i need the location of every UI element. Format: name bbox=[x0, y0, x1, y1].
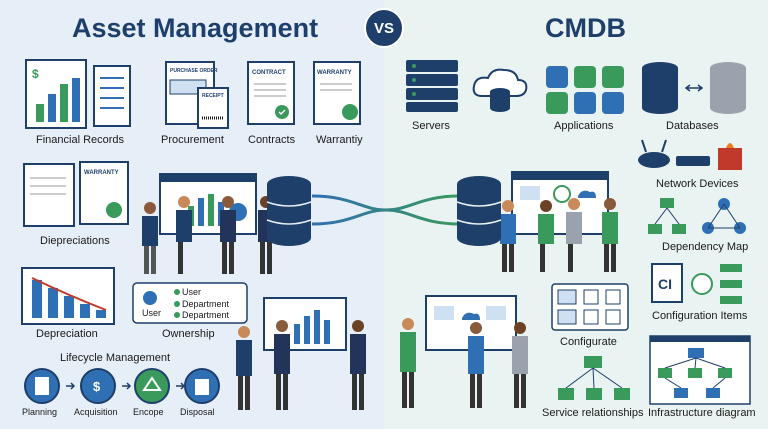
vs-badge: VS bbox=[364, 8, 404, 48]
depreciations-icon: WARRANTY bbox=[23, 161, 129, 227]
ownership-item: Department bbox=[182, 299, 230, 309]
data-sync-connector bbox=[312, 194, 460, 226]
depreciations-label: Diepreciations bbox=[40, 235, 110, 247]
lifecycle-step-label: Acquisition bbox=[74, 407, 118, 417]
cmdb-database-icon bbox=[456, 176, 502, 246]
asset-database-icon bbox=[266, 176, 312, 246]
procurement-icon: PURCHASE ORDER RECEIPT bbox=[165, 61, 229, 129]
cloud-database-icon bbox=[472, 68, 528, 112]
lifecycle-step-label: Planning bbox=[22, 407, 58, 417]
purchase-order-text: PURCHASE ORDER bbox=[170, 68, 218, 74]
lifecycle-label: Lifecycle Management bbox=[60, 352, 171, 364]
asset-presentation-illustration bbox=[236, 297, 366, 410]
lifecycle-flow: $ bbox=[24, 368, 220, 404]
contract-icon: CONTRACT bbox=[247, 61, 295, 125]
contract-text: CONTRACT bbox=[252, 70, 286, 76]
configuration-items-label: Configuration Items bbox=[652, 310, 748, 322]
cmdb-presentation-illustration bbox=[400, 295, 528, 408]
infrastructure-diagram-label: Infrastructure diagram bbox=[648, 407, 756, 419]
financial-records-label: Financial Records bbox=[36, 134, 125, 146]
configurate-label: Configurate bbox=[560, 336, 617, 348]
financial-records-icon: $ bbox=[25, 59, 131, 129]
databases-icon bbox=[642, 62, 746, 114]
servers-label: Servers bbox=[412, 120, 450, 132]
svg-text:$: $ bbox=[32, 67, 39, 81]
cmdb-title: CMDB bbox=[545, 13, 626, 43]
lifecycle-step-label: Encope bbox=[133, 407, 164, 417]
network-devices-label: Network Devices bbox=[656, 178, 739, 190]
dependency-map-label: Dependency Map bbox=[662, 241, 749, 253]
ci-text: CI bbox=[658, 276, 672, 292]
receipt-text: RECEIPT bbox=[202, 93, 224, 99]
asset-management-title: Asset Management bbox=[72, 13, 319, 43]
warranty-icon: WARRANTY bbox=[313, 61, 361, 125]
lifecycle-step-label: Disposal bbox=[180, 407, 215, 417]
contracts-label: Contracts bbox=[248, 134, 296, 146]
configurate-icon bbox=[551, 283, 629, 331]
ownership-user-label: User bbox=[142, 308, 162, 318]
svg-text:$: $ bbox=[93, 379, 101, 394]
applications-icon bbox=[546, 66, 624, 114]
network-devices-icon bbox=[638, 139, 742, 170]
applications-label: Applications bbox=[554, 120, 614, 132]
dependency-map-icon bbox=[648, 198, 746, 234]
warranty-label: Warrantiy bbox=[316, 134, 363, 146]
infrastructure-diagram-icon bbox=[649, 335, 751, 405]
warranty-doc-text-2: WARRANTY bbox=[84, 170, 119, 176]
warranty-doc-text: WARRANTY bbox=[317, 70, 352, 76]
ownership-label: Ownership bbox=[162, 328, 215, 340]
service-relationships-label: Service relationships bbox=[542, 407, 644, 419]
procurement-label: Procurement bbox=[161, 134, 224, 146]
cmdb-dashboard-illustration bbox=[500, 171, 618, 272]
ownership-item: Department bbox=[182, 310, 230, 320]
depreciation-label: Depreciation bbox=[36, 328, 98, 340]
configuration-items-icon: CI bbox=[651, 263, 742, 304]
server-rack-icon bbox=[406, 60, 458, 112]
ownership-item: User bbox=[182, 287, 202, 297]
databases-label: Databases bbox=[666, 120, 719, 132]
service-relationships-icon bbox=[558, 356, 630, 400]
depreciation-chart-icon bbox=[21, 267, 115, 325]
ownership-card bbox=[132, 282, 248, 324]
